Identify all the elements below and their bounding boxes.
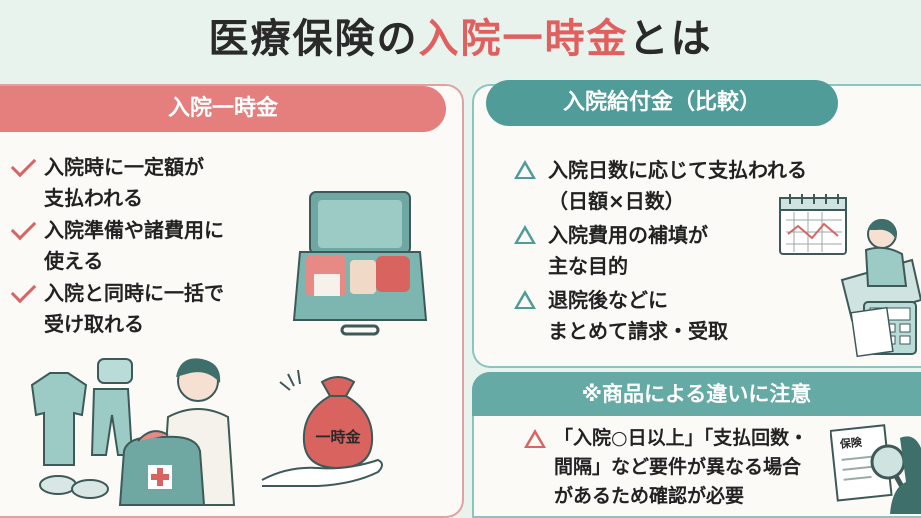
document-magnifier-illustration: 保険 — [830, 424, 921, 514]
list-item: 入院日数に応じて支払われる（日額×日数） — [510, 155, 807, 217]
check-icon — [10, 214, 37, 241]
bag-label: 一時金 — [315, 428, 361, 446]
lump-sum-header: 入院一時金 — [0, 86, 446, 132]
daily-benefit-header: 入院給付金（比較） — [486, 80, 838, 126]
page-title: 医療保険の入院一時金とは — [0, 6, 921, 64]
money-bag-illustration: 一時金 — [261, 369, 383, 487]
list-item: 「入院○日以上」「支払回数・間隔」など要件が異なる場合があるため確認が必要 — [520, 424, 808, 511]
list-item: 入院と同時に一括で受け取れる — [8, 277, 224, 340]
triangle-icon — [514, 290, 536, 309]
list-item: 入院準備や諸費用に使える — [8, 214, 224, 277]
list-item: 退院後などにまとめて請求・受取 — [510, 285, 807, 347]
packing-person-illustration — [30, 358, 236, 506]
hospital-illustration — [779, 194, 921, 358]
list-item: 入院時に一定額が支払われる — [8, 151, 224, 214]
title-accent: 入院一時金 — [418, 16, 629, 62]
note-header: ※商品による違いに注意 — [472, 372, 921, 416]
list-item: 入院費用の補填が主な目的 — [510, 220, 807, 282]
triangle-icon — [514, 160, 536, 179]
check-icon — [10, 151, 37, 178]
warning-triangle-icon — [524, 429, 546, 448]
title-prefix: 医療保険の — [208, 16, 419, 62]
note-list: 「入院○日以上」「支払回数・間隔」など要件が異なる場合があるため確認が必要 — [520, 424, 808, 511]
daily-benefit-list: 入院日数に応じて支払われる（日額×日数） 入院費用の補填が主な目的 退院後などに… — [510, 155, 807, 350]
lump-sum-list: 入院時に一定額が支払われる 入院準備や諸費用に使える 入院と同時に一括で受け取れ… — [8, 151, 224, 341]
triangle-icon — [514, 225, 536, 244]
suitcase-illustration — [292, 191, 428, 336]
title-suffix: とは — [628, 16, 713, 62]
check-icon — [10, 277, 37, 304]
document-label: 保険 — [838, 435, 863, 451]
